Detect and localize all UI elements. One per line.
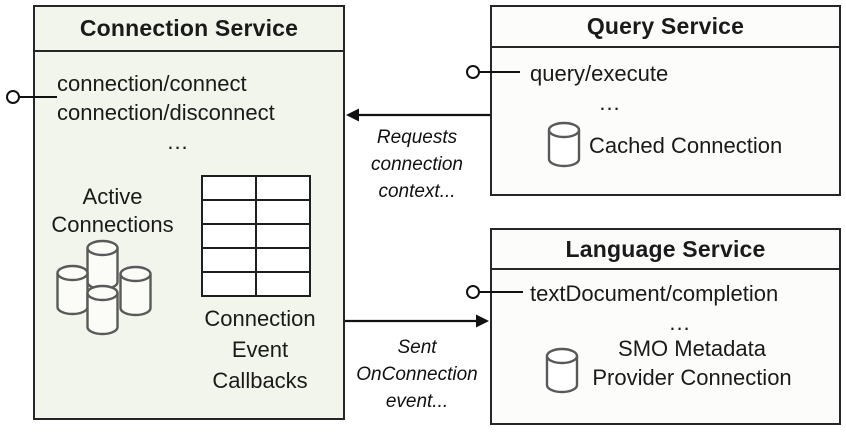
- query-methods-list: query/execute ...: [530, 59, 730, 117]
- database-icon: [86, 284, 119, 336]
- language-service-title-text: Language Service: [565, 235, 766, 262]
- sent-label-line1: Sent: [397, 337, 437, 358]
- connection-service-title-text: Connection Service: [79, 15, 299, 41]
- table-grid-icon: [201, 175, 311, 297]
- language-methods-ellipsis: ...: [669, 310, 691, 335]
- sent-label-line3: event...: [385, 391, 449, 412]
- callbacks-label-line3: Callbacks: [212, 368, 308, 393]
- requests-label-line1: Requests: [376, 127, 458, 148]
- method-connection-disconnect: connection/disconnect: [57, 100, 275, 125]
- sent-onconnection-event-label: Sent OnConnection event...: [350, 334, 484, 415]
- table-cell: [203, 225, 255, 247]
- active-connections-label-line2: Connections: [51, 212, 174, 237]
- database-cluster-icon: [56, 239, 152, 336]
- requests-connection-context-label: Requests connection context...: [350, 124, 484, 205]
- language-methods-list: textDocument/completion ...: [530, 279, 835, 337]
- method-query-execute: query/execute: [530, 61, 669, 86]
- active-connections-label-line1: Active: [82, 184, 143, 209]
- table-cell: [257, 177, 309, 199]
- language-service-box: Language Service textDocument/completion…: [490, 228, 841, 425]
- requests-label-line3: context...: [378, 181, 456, 202]
- database-icon: [119, 265, 152, 317]
- database-icon: [545, 347, 579, 394]
- connection-methods-list: connection/connect connection/disconnect…: [57, 69, 299, 156]
- connection-methods-ellipsis: ...: [167, 129, 189, 154]
- smo-metadata-provider-connection-label: SMO Metadata Provider Connection: [582, 334, 802, 392]
- database-icon: [56, 264, 89, 316]
- table-cell: [257, 273, 309, 295]
- callbacks-label-line1: Connection: [204, 306, 316, 331]
- requests-label-line2: connection: [371, 154, 463, 175]
- connection-service-box: Connection Service connection/connect co…: [33, 5, 345, 420]
- sent-label-line2: OnConnection: [356, 364, 478, 385]
- table-cell: [203, 177, 255, 199]
- language-service-title: Language Service: [492, 230, 839, 270]
- table-cell: [203, 201, 255, 223]
- table-cell: [257, 201, 309, 223]
- smo-label-line1: SMO Metadata: [618, 336, 766, 361]
- table-cell: [203, 273, 255, 295]
- query-service-title-text: Query Service: [586, 13, 745, 39]
- connection-service-title: Connection Service: [35, 7, 343, 52]
- requests-connection-context-arrow: [346, 108, 490, 122]
- connection-event-callbacks-label: Connection Event Callbacks: [180, 303, 340, 396]
- callbacks-label-line2: Event: [231, 337, 289, 362]
- sent-onconnection-event-arrow: [345, 314, 489, 328]
- smo-label-line2: Provider Connection: [592, 365, 792, 390]
- cached-connection-label: Cached Connection: [589, 133, 783, 158]
- method-textdocument-completion: textDocument/completion: [530, 281, 779, 306]
- query-methods-ellipsis: ...: [599, 90, 621, 115]
- table-cell: [257, 249, 309, 271]
- table-cell: [203, 249, 255, 271]
- table-cell: [257, 225, 309, 247]
- query-service-title: Query Service: [492, 7, 839, 48]
- active-connections-label: Active Connections: [40, 183, 185, 239]
- database-icon: [547, 121, 581, 168]
- method-connection-connect: connection/connect: [57, 71, 247, 96]
- query-service-box: Query Service query/execute ... Cached C…: [490, 5, 841, 196]
- database-icon: [86, 239, 119, 291]
